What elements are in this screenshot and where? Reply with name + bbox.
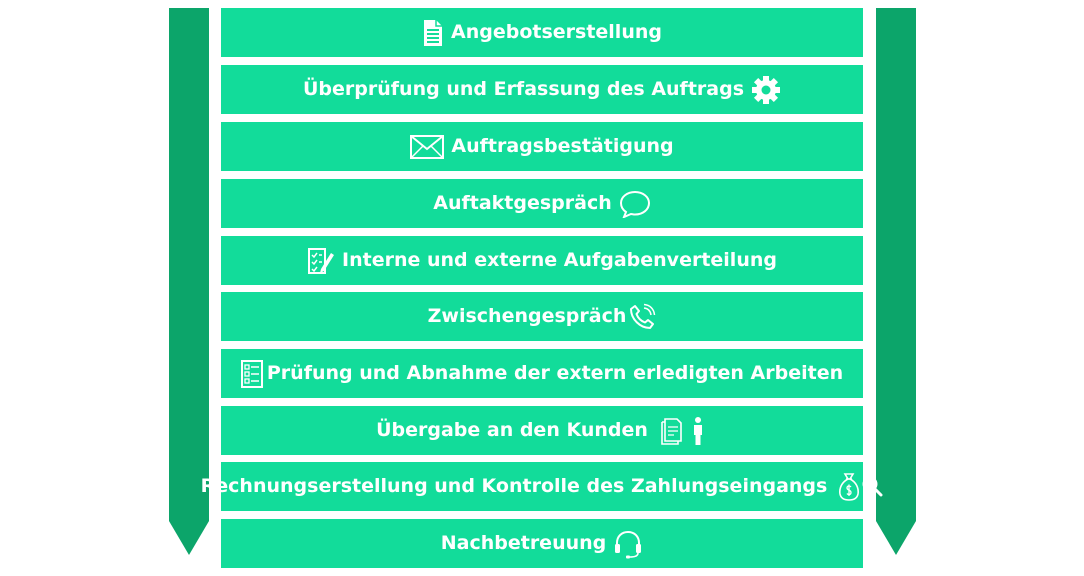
money-bag-search-icon	[837, 472, 883, 502]
step-zwischengespraech: Zwischengespräch	[221, 292, 863, 341]
right-process-arrow	[876, 8, 916, 555]
left-process-arrow	[169, 8, 209, 555]
step-label: Angebotserstellung	[451, 21, 662, 43]
gear-icon	[751, 75, 781, 105]
step-label: Interne und externe Aufgabenverteilung	[342, 249, 777, 271]
step-aufgabenverteilung: Interne und externe Aufgabenverteilung	[221, 236, 863, 285]
documents-person-icon	[660, 416, 708, 446]
envelope-icon	[410, 134, 445, 159]
step-auftragsbestaetigung: Auftragsbestätigung	[221, 122, 863, 171]
step-label: Überprüfung und Erfassung des Auftrags	[303, 78, 744, 100]
phone-icon	[628, 303, 656, 331]
checklist-pen-icon	[307, 247, 335, 275]
step-label: Nachbetreuung	[440, 532, 607, 554]
step-uebergabe: Übergabe an den Kunden	[221, 406, 863, 455]
step-ueberpruefung: Überprüfung und Erfassung des Auftrags	[221, 65, 863, 114]
document-icon	[422, 19, 444, 47]
step-angebotserstellung: Angebotserstellung	[221, 8, 863, 57]
step-label: Rechnungserstellung und Kontrolle des Za…	[200, 475, 828, 497]
speech-bubble-icon	[619, 190, 651, 218]
step-label: Auftaktgespräch	[433, 192, 612, 214]
step-label: Übergabe an den Kunden	[376, 419, 648, 441]
checklist-icon	[240, 359, 263, 388]
step-label: Zwischengespräch	[427, 305, 627, 327]
step-pruefung-abnahme: Prüfung und Abnahme der extern erledigte…	[221, 349, 863, 398]
step-auftaktgespraech: Auftaktgespräch	[221, 179, 863, 228]
step-nachbetreuung: Nachbetreuung	[221, 519, 863, 568]
headset-icon	[613, 529, 643, 559]
step-label: Prüfung und Abnahme der extern erledigte…	[266, 362, 844, 384]
step-rechnungserstellung: Rechnungserstellung und Kontrolle des Za…	[201, 462, 883, 511]
step-label: Auftragsbestätigung	[451, 135, 674, 157]
